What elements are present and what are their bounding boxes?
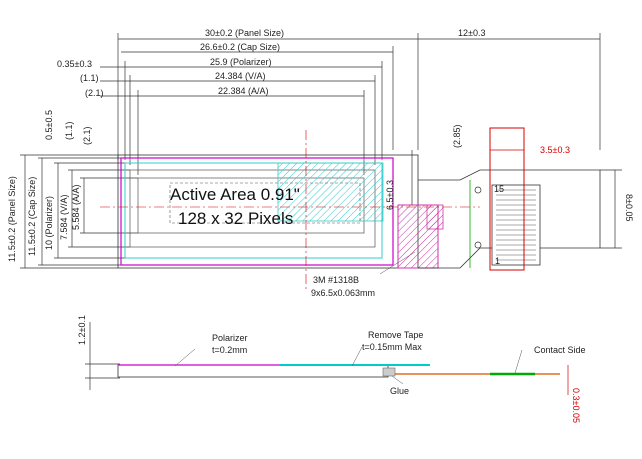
pin-1-label: 1 [495,256,500,266]
active-area-pixels: 128 x 32 Pixels [178,209,293,228]
dim-polarizer-width: 25.9 (Polarizer) [210,57,272,67]
active-area-title: Active Area 0.91" [170,185,300,204]
tape-note-line2: 9x6.5x0.063mm [311,288,375,298]
fpc-pins [496,189,536,261]
left-dimension-lines [20,154,138,269]
dim-35: 3.5±0.3 [540,145,570,155]
dim-offset-035: 0.35±0.3 [57,59,92,69]
dim-offset-11: (1.1) [80,73,99,83]
dim-fpc-thickness: 0.3±0.05 [571,388,581,423]
dim-offset-05: 0.5±0.5 [44,110,54,140]
polarizer-label: Polarizer [212,333,248,343]
dim-v-11: (1.1) [64,121,74,140]
tape-leader [379,251,416,275]
dim-v-21: (2.1) [82,126,92,145]
glue-label: Glue [390,386,409,396]
dim-va-width: 24.384 (V/A) [215,71,266,81]
side-view [85,322,569,395]
remove-tape-thickness: t=0.15mm Max [362,342,422,352]
dim-offset-21: (2.1) [85,88,104,98]
dim-cap-height: 11.5±0.2 (Cap Size) [27,177,37,256]
polarizer-thickness: t=0.2mm [212,345,247,355]
contact-side-label: Contact Side [534,345,586,355]
dim-65: 6.5±0.3 [385,180,395,210]
dim-cap-size: 26.6±0.2 (Cap Size) [200,42,280,52]
dim-fpc-length: 12±0.3 [458,28,485,38]
dim-thickness: 1.2±0.1 [77,315,87,345]
tape-note-line1: 3M #1318B [313,275,359,285]
panel-top-view [100,130,480,290]
dim-8: 8±0.05 [624,194,634,221]
top-dimension-lines [100,33,601,175]
dim-aa-height: 5.584 (A/A) [71,184,81,230]
fpc-connector [418,127,601,271]
dim-aa-width: 22.384 (A/A) [218,86,269,96]
remove-tape-label: Remove Tape [368,330,423,340]
dim-va-height: 7.584 (V/A) [59,194,69,240]
dim-panel-size: 30±0.2 (Panel Size) [205,28,284,38]
pin-15-label: 15 [494,184,504,194]
dim-285: (2.85) [452,124,462,148]
dim-panel-height: 11.5±0.2 (Panel Size) [7,176,17,262]
dim-polarizer-height: 10 (Polarizer) [44,196,54,250]
